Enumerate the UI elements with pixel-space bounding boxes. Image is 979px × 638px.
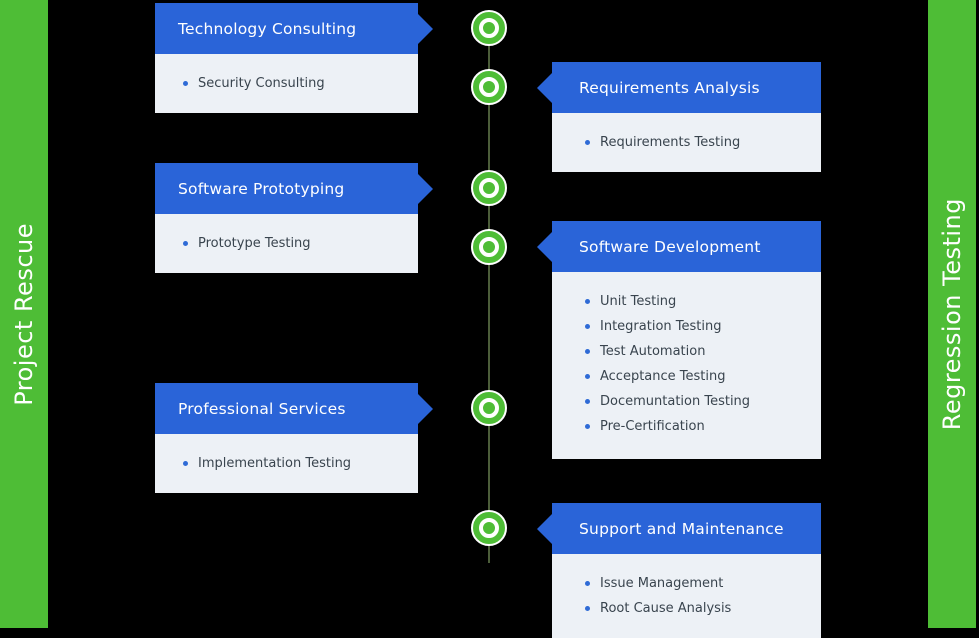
node-core-icon	[479, 77, 499, 97]
list-item: Unit Testing	[585, 289, 821, 314]
panel-header: Technology Consulting	[155, 3, 433, 54]
list-item-label: Root Cause Analysis	[600, 601, 732, 616]
list-item-label: Docemuntation Testing	[600, 394, 751, 409]
timeline-node-icon	[471, 229, 507, 265]
right-rail: Regression Testing	[928, 0, 976, 628]
bullet-dot-icon	[585, 349, 590, 354]
panel-software-prototyping: Software Prototyping Prototype Testing	[155, 163, 433, 273]
list-item: Pre-Certification	[585, 414, 821, 439]
bullet-dot-icon	[585, 581, 590, 586]
left-rail: Project Rescue	[0, 0, 48, 628]
bullet-dot-icon	[585, 324, 590, 329]
panel-requirements-analysis: Requirements Analysis Requirements Testi…	[537, 62, 821, 172]
list-item: Security Consulting	[183, 71, 418, 96]
panel-technology-consulting: Technology Consulting Security Consultin…	[155, 3, 433, 113]
list-item-label: Test Automation	[600, 344, 706, 359]
list-item-label: Implementation Testing	[198, 456, 352, 471]
panel-title: Support and Maintenance	[579, 519, 784, 538]
right-rail-label: Regression Testing	[938, 197, 966, 431]
timeline-node-icon	[471, 510, 507, 546]
panel-body: Implementation Testing	[155, 434, 418, 493]
arrow-right-icon	[418, 393, 433, 424]
list-item-label: Acceptance Testing	[600, 369, 726, 384]
node-core-icon	[479, 398, 499, 418]
list-item-label: Integration Testing	[600, 319, 722, 334]
panel-header: Support and Maintenance	[537, 503, 821, 554]
arrow-left-icon	[537, 231, 552, 262]
list-item: Docemuntation Testing	[585, 389, 821, 414]
panel-body: Issue Management Root Cause Analysis	[552, 554, 821, 638]
list-item-label: Security Consulting	[198, 76, 325, 91]
arrow-left-icon	[537, 72, 552, 103]
timeline-line	[488, 10, 490, 563]
list-item: Implementation Testing	[183, 451, 418, 476]
panel-body: Prototype Testing	[155, 214, 418, 273]
panel-header: Software Prototyping	[155, 163, 433, 214]
node-core-icon	[479, 178, 499, 198]
panel-header: Software Development	[537, 221, 821, 272]
node-core-icon	[479, 18, 499, 38]
timeline-node-icon	[471, 170, 507, 206]
bullet-dot-icon	[585, 299, 590, 304]
left-rail-label: Project Rescue	[10, 222, 38, 406]
list-item: Prototype Testing	[183, 231, 418, 256]
arrow-left-icon	[537, 513, 552, 544]
panel-title: Requirements Analysis	[579, 78, 760, 97]
panel-title: Software Prototyping	[178, 179, 345, 198]
panel-body: Security Consulting	[155, 54, 418, 113]
bullet-dot-icon	[585, 374, 590, 379]
node-core-icon	[479, 518, 499, 538]
bullet-dot-icon	[585, 399, 590, 404]
list-item-label: Requirements Testing	[600, 135, 741, 150]
bullet-dot-icon	[183, 241, 188, 246]
panel-header: Professional Services	[155, 383, 433, 434]
bullet-dot-icon	[183, 461, 188, 466]
arrow-right-icon	[418, 13, 433, 44]
timeline-node-icon	[471, 69, 507, 105]
panel-title: Technology Consulting	[178, 19, 357, 38]
panel-software-development: Software Development Unit Testing Integr…	[537, 221, 821, 459]
panel-title: Software Development	[579, 237, 761, 256]
bullet-dot-icon	[183, 81, 188, 86]
bullet-dot-icon	[585, 424, 590, 429]
list-item: Acceptance Testing	[585, 364, 821, 389]
arrow-right-icon	[418, 173, 433, 204]
bullet-dot-icon	[585, 606, 590, 611]
list-item: Requirements Testing	[585, 130, 821, 155]
node-core-icon	[479, 237, 499, 257]
timeline-node-icon	[471, 390, 507, 426]
panel-header: Requirements Analysis	[537, 62, 821, 113]
list-item: Issue Management	[585, 571, 821, 596]
panel-title: Professional Services	[178, 399, 346, 418]
timeline-node-icon	[471, 10, 507, 46]
list-item-label: Unit Testing	[600, 294, 677, 309]
list-item: Root Cause Analysis	[585, 596, 821, 621]
list-item-label: Pre-Certification	[600, 419, 705, 434]
panel-support-and-maintenance: Support and Maintenance Issue Management…	[537, 503, 821, 638]
list-item: Integration Testing	[585, 314, 821, 339]
panel-body: Unit Testing Integration Testing Test Au…	[552, 272, 821, 459]
panel-professional-services: Professional Services Implementation Tes…	[155, 383, 433, 493]
panel-body: Requirements Testing	[552, 113, 821, 172]
list-item: Test Automation	[585, 339, 821, 364]
list-item-label: Issue Management	[600, 576, 724, 591]
list-item-label: Prototype Testing	[198, 236, 311, 251]
bullet-dot-icon	[585, 140, 590, 145]
